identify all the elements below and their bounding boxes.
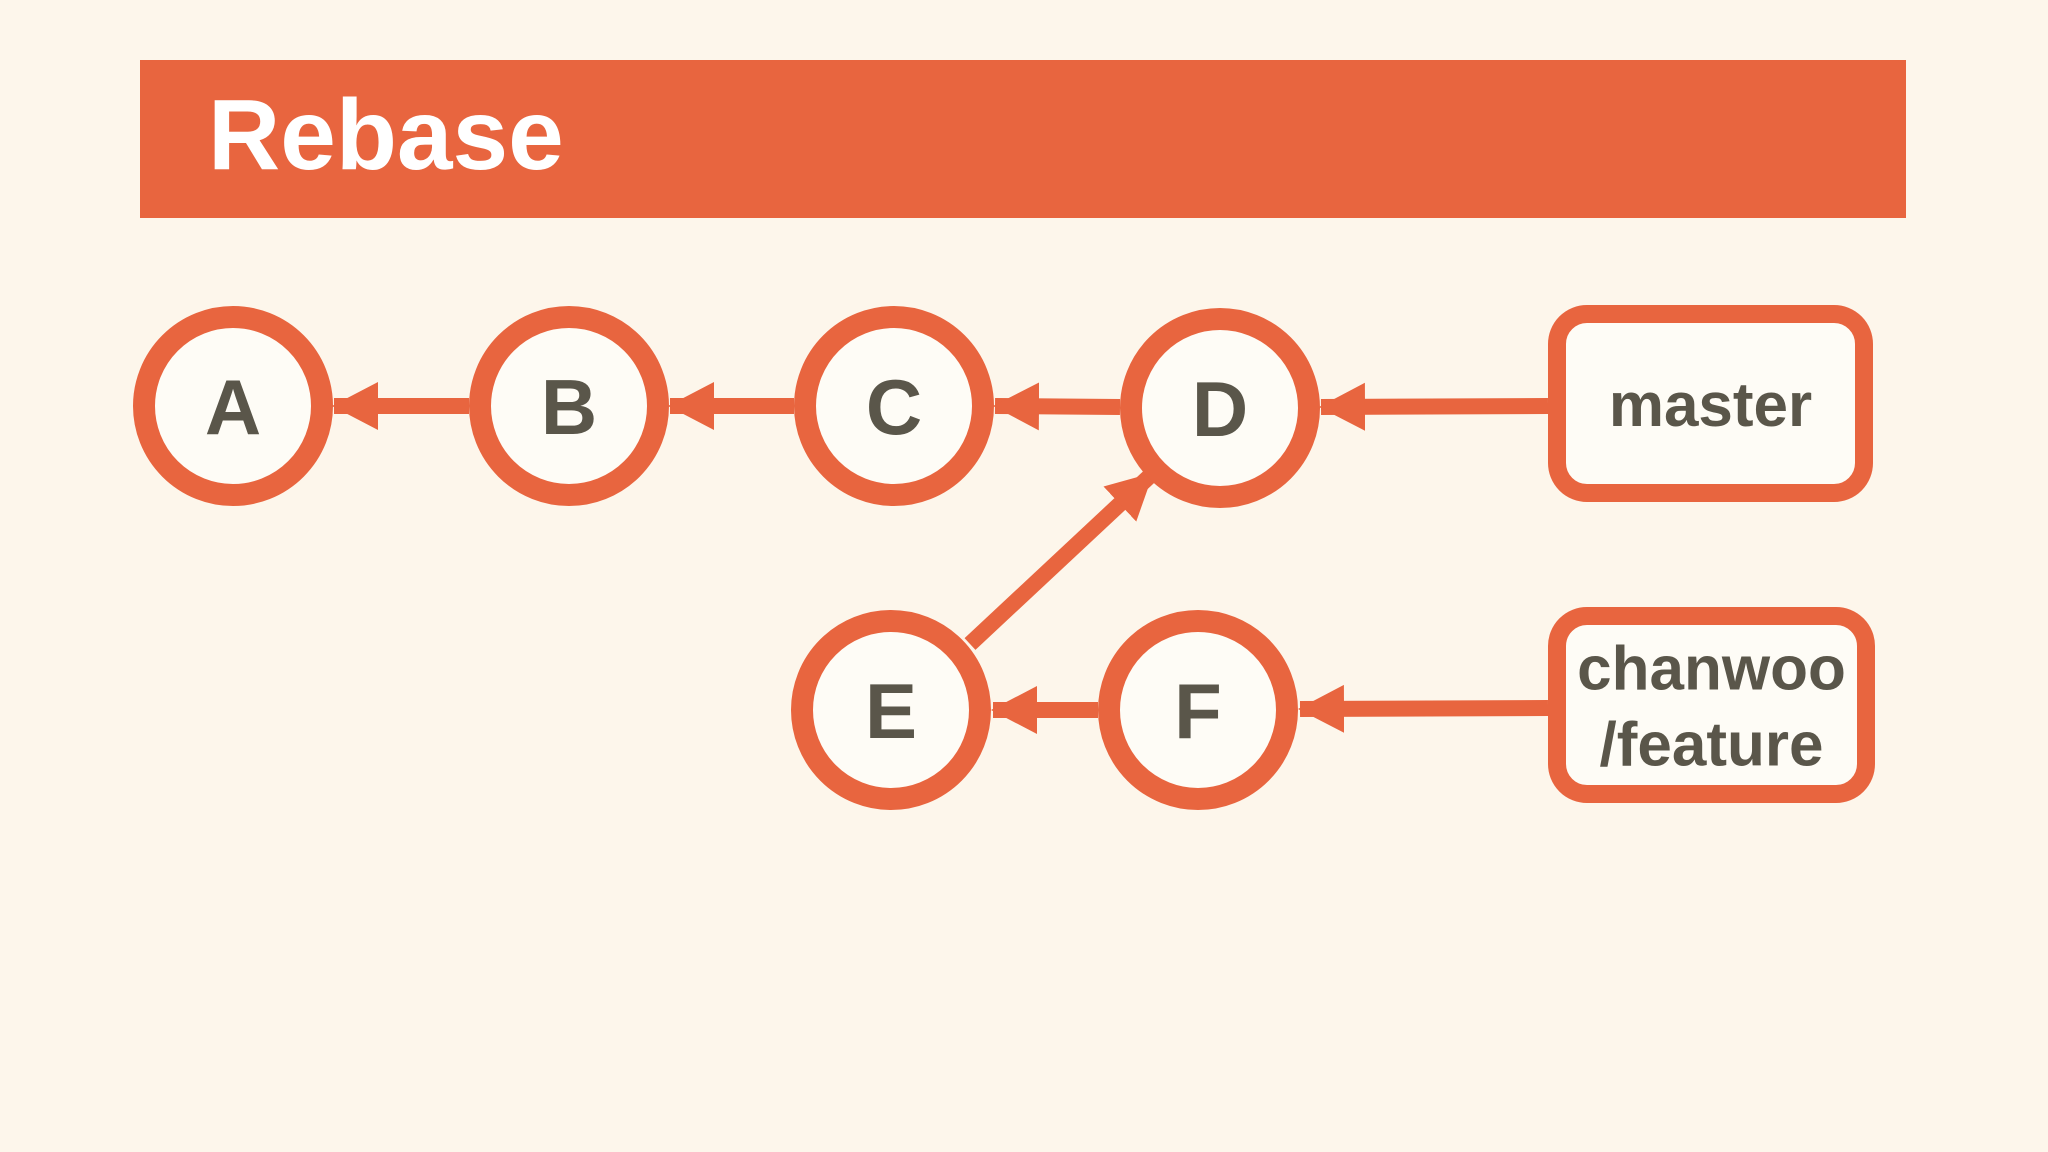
commit-circle bbox=[1098, 610, 1298, 810]
commit-label: A bbox=[205, 363, 261, 451]
edge-arrow-master-to-D bbox=[1319, 382, 1549, 431]
commit-circle bbox=[133, 306, 333, 506]
branch-label-master: master bbox=[1548, 305, 1873, 502]
commit-label: D bbox=[1192, 365, 1248, 453]
commit-node-E: E bbox=[791, 610, 991, 810]
commit-node-F: F bbox=[1098, 610, 1298, 810]
edge-arrow-D-to-C bbox=[993, 382, 1121, 431]
commit-node-C: C bbox=[794, 306, 994, 506]
commit-circle bbox=[791, 610, 991, 810]
commit-circle bbox=[1120, 308, 1320, 508]
commit-label: C bbox=[866, 363, 922, 451]
commit-node-B: B bbox=[469, 306, 669, 506]
branch-name-line: master bbox=[1609, 371, 1812, 440]
branch-box bbox=[1548, 305, 1873, 502]
commit-node-A: A bbox=[133, 306, 333, 506]
edge-arrow-E-to-D bbox=[964, 468, 1158, 650]
header-bar: Rebase bbox=[140, 60, 1906, 218]
branch-name-line: /feature bbox=[1600, 710, 1824, 779]
branch-box bbox=[1548, 607, 1875, 803]
commit-node-D: D bbox=[1120, 308, 1320, 508]
commit-label: F bbox=[1174, 667, 1222, 755]
commit-circle bbox=[794, 306, 994, 506]
edge-arrow-chanwoo-feature-to-F bbox=[1298, 684, 1549, 733]
commit-label: B bbox=[541, 363, 597, 451]
commit-circle bbox=[469, 306, 669, 506]
branch-label-chanwoo-feature: chanwoo/feature bbox=[1548, 607, 1875, 803]
commit-label: E bbox=[865, 667, 917, 755]
page-title: Rebase bbox=[208, 78, 564, 191]
branch-name-line: chanwoo bbox=[1577, 634, 1846, 703]
